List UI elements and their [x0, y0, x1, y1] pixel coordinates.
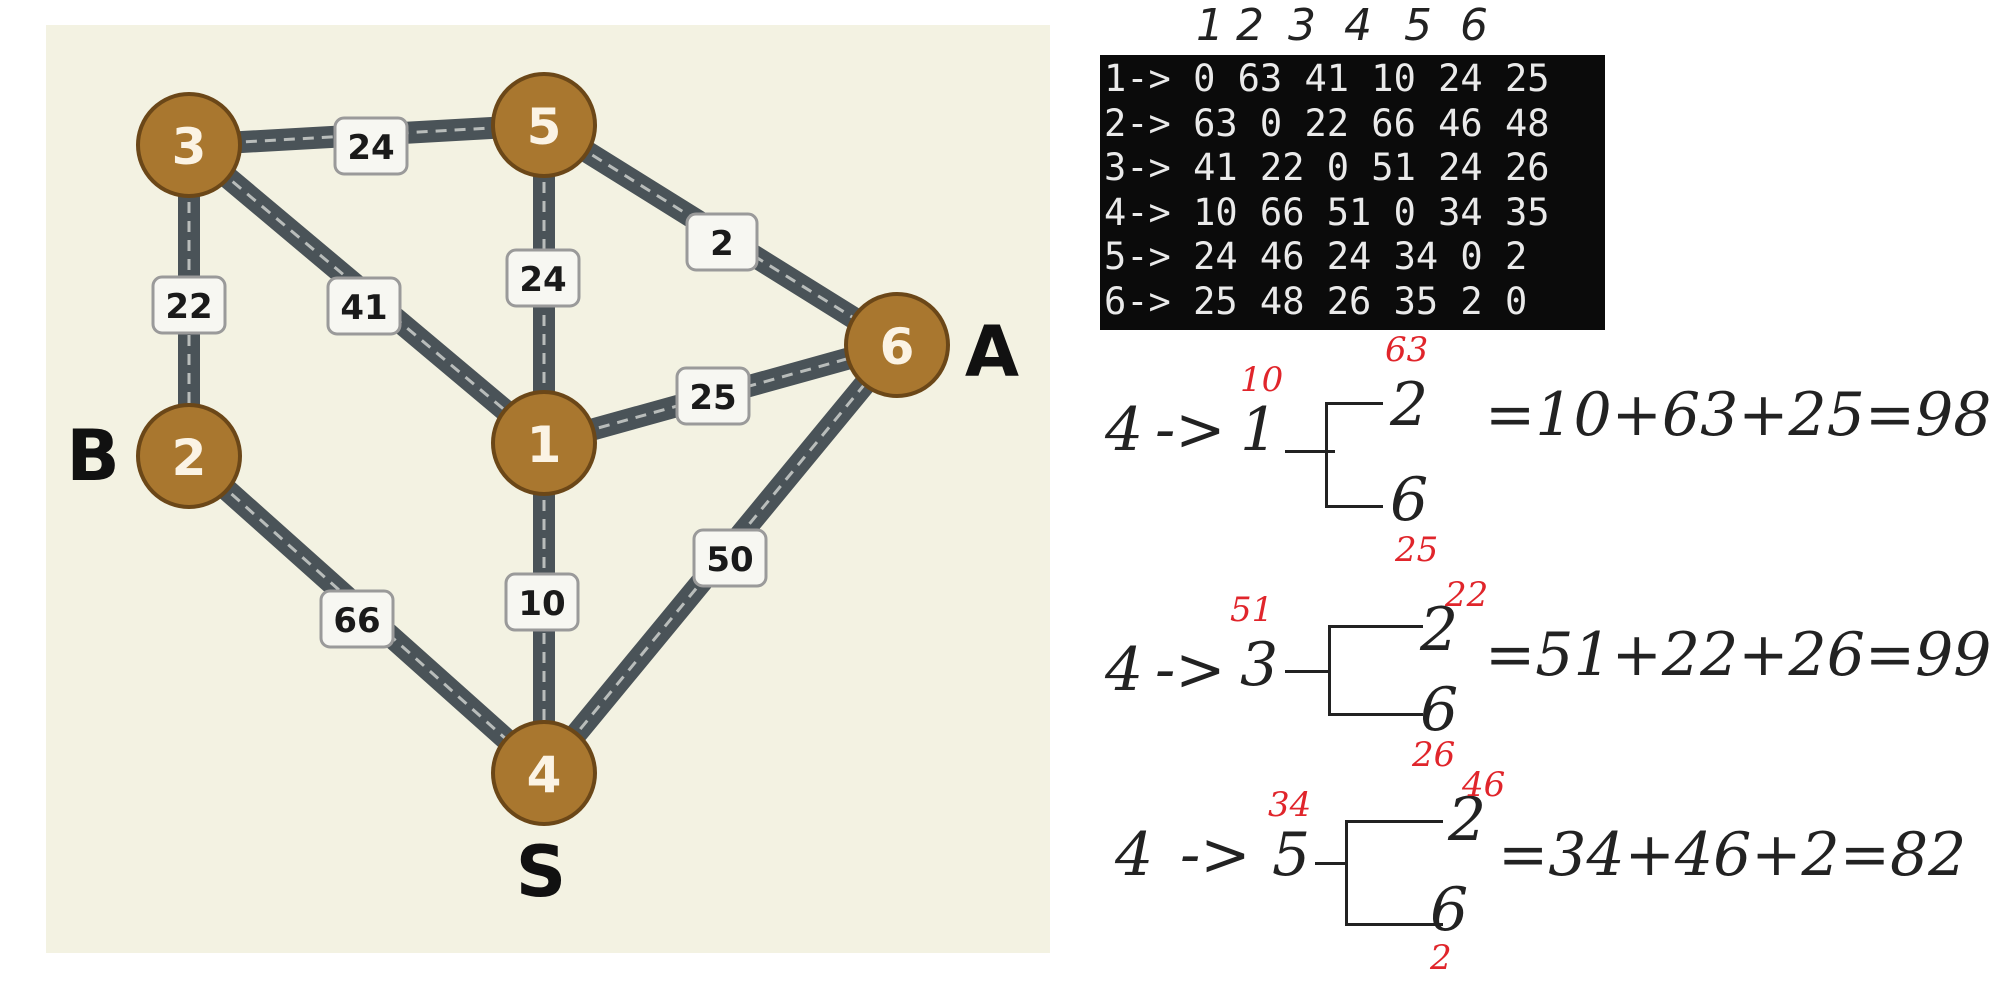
work1-via-cost: 10 [1240, 360, 1284, 400]
work1-bracket [1325, 402, 1383, 508]
edge-weight-5-6: 2 [685, 212, 759, 272]
edge-weight-text: 24 [519, 260, 566, 300]
work3-via-cost: 34 [1268, 785, 1312, 825]
matrix-col-header: 3 [1288, 0, 1316, 51]
work2-sum: =51+22+26=99 [1485, 620, 1991, 690]
matrix-row: 2-> 63 0 22 66 46 48 [1104, 101, 1550, 145]
work3-via: 5 [1272, 820, 1311, 890]
work3-bottom: 6 [1430, 875, 1469, 945]
role-label-a: A [965, 311, 1019, 393]
work2-top-cost: 22 [1445, 575, 1489, 615]
work2-top-extra: 25 [1395, 530, 1439, 570]
weight-labels-layer: 24 22 41 24 2 25 66 10 50 [151, 116, 768, 649]
work3-top-cost: 46 [1462, 765, 1506, 805]
edge-weight-1-6: 25 [675, 366, 751, 426]
node-label: 4 [527, 746, 562, 804]
node-3: 3 [136, 92, 242, 198]
work2-stem [1285, 670, 1330, 673]
nodes-layer: 3 5 6 2 1 4 [136, 72, 950, 826]
work2-start: 4 [1105, 635, 1144, 705]
edge-weight-3-5: 24 [333, 116, 409, 176]
matrix-row: 4-> 10 66 51 0 34 35 [1104, 190, 1550, 234]
work1-start: 4 [1105, 395, 1144, 465]
work1-stem [1285, 450, 1335, 453]
matrix-row: 1-> 0 63 41 10 24 25 [1104, 57, 1550, 100]
edge-weight-text: 2 [710, 224, 734, 264]
matrix-row: 3-> 41 22 0 51 24 26 [1104, 146, 1550, 189]
node-label: 5 [527, 98, 562, 156]
node-5: 5 [491, 72, 597, 178]
edge-weight-4-6: 50 [692, 528, 768, 588]
node-2: 2 [136, 403, 242, 509]
node-label: 1 [527, 416, 562, 474]
edge-weight-text: 10 [518, 584, 565, 624]
edge-weight-text: 22 [165, 287, 212, 327]
matrix-row: 6-> 25 48 26 35 2 0 [1104, 279, 1528, 323]
edge-weight-text: 50 [706, 540, 753, 580]
work1-sum: =10+63+25=98 [1485, 380, 1991, 450]
matrix-col-header: 2 [1236, 0, 1264, 51]
work2-bottom-cost: 26 [1412, 735, 1456, 775]
work2-bottom: 6 [1420, 675, 1459, 745]
edge-weight-text: 24 [347, 128, 394, 168]
role-label-b: B [66, 415, 119, 497]
matrix-row: 5-> 24 46 24 34 0 2 [1104, 235, 1528, 278]
edge-weight-5-1: 24 [505, 248, 581, 308]
work2-top: 2 [1420, 595, 1459, 665]
node-label: 2 [172, 429, 207, 487]
matrix-col-header: 5 [1404, 0, 1432, 51]
matrix-col-header: 6 [1460, 0, 1488, 51]
work3-top: 2 [1448, 785, 1487, 855]
work1-top: 2 [1390, 370, 1429, 440]
edge-weight-text: 25 [689, 378, 736, 418]
graph-diagram: 24 22 41 24 2 25 66 10 50 3 5 6 2 1 4 A B S [66, 72, 1019, 913]
work3-arrow: -> [1180, 820, 1251, 890]
node-4: 4 [491, 720, 597, 826]
edge-weight-text: 66 [333, 601, 380, 641]
handwritten-work: 4 -> 1 10 2 63 6 =10+63+25=98 25 4 -> 3 … [1100, 330, 1991, 980]
edge-weight-text: 41 [340, 288, 387, 328]
work3-bracket [1345, 820, 1443, 926]
node-6: 6 [844, 292, 950, 398]
work2-bracket [1328, 625, 1423, 716]
work2-arrow: -> [1155, 635, 1226, 705]
node-label: 3 [172, 118, 207, 176]
work3-bottom-cost: 2 [1430, 938, 1452, 978]
edge-weight-3-2: 22 [151, 275, 227, 335]
edge-weight-1-4: 10 [504, 572, 580, 632]
work2-via: 3 [1240, 630, 1279, 700]
work3-sum: =34+46+2=82 [1498, 820, 1967, 890]
work1-via: 1 [1240, 395, 1279, 465]
work1-bottom: 6 [1390, 465, 1429, 535]
matrix-col-header: 1 [1196, 0, 1224, 51]
role-label-s: S [516, 831, 566, 913]
matrix-col-header: 4 [1344, 0, 1372, 51]
work1-arrow: -> [1155, 395, 1226, 465]
edge-weight-2-4: 66 [319, 589, 395, 649]
work3-stem [1315, 862, 1345, 865]
node-1: 1 [491, 390, 597, 496]
node-label: 6 [880, 318, 915, 376]
work3-start: 4 [1115, 820, 1154, 890]
edge-weight-3-1: 41 [326, 276, 402, 336]
work1-top-cost: 63 [1385, 330, 1429, 370]
work2-via-cost: 51 [1230, 590, 1274, 630]
